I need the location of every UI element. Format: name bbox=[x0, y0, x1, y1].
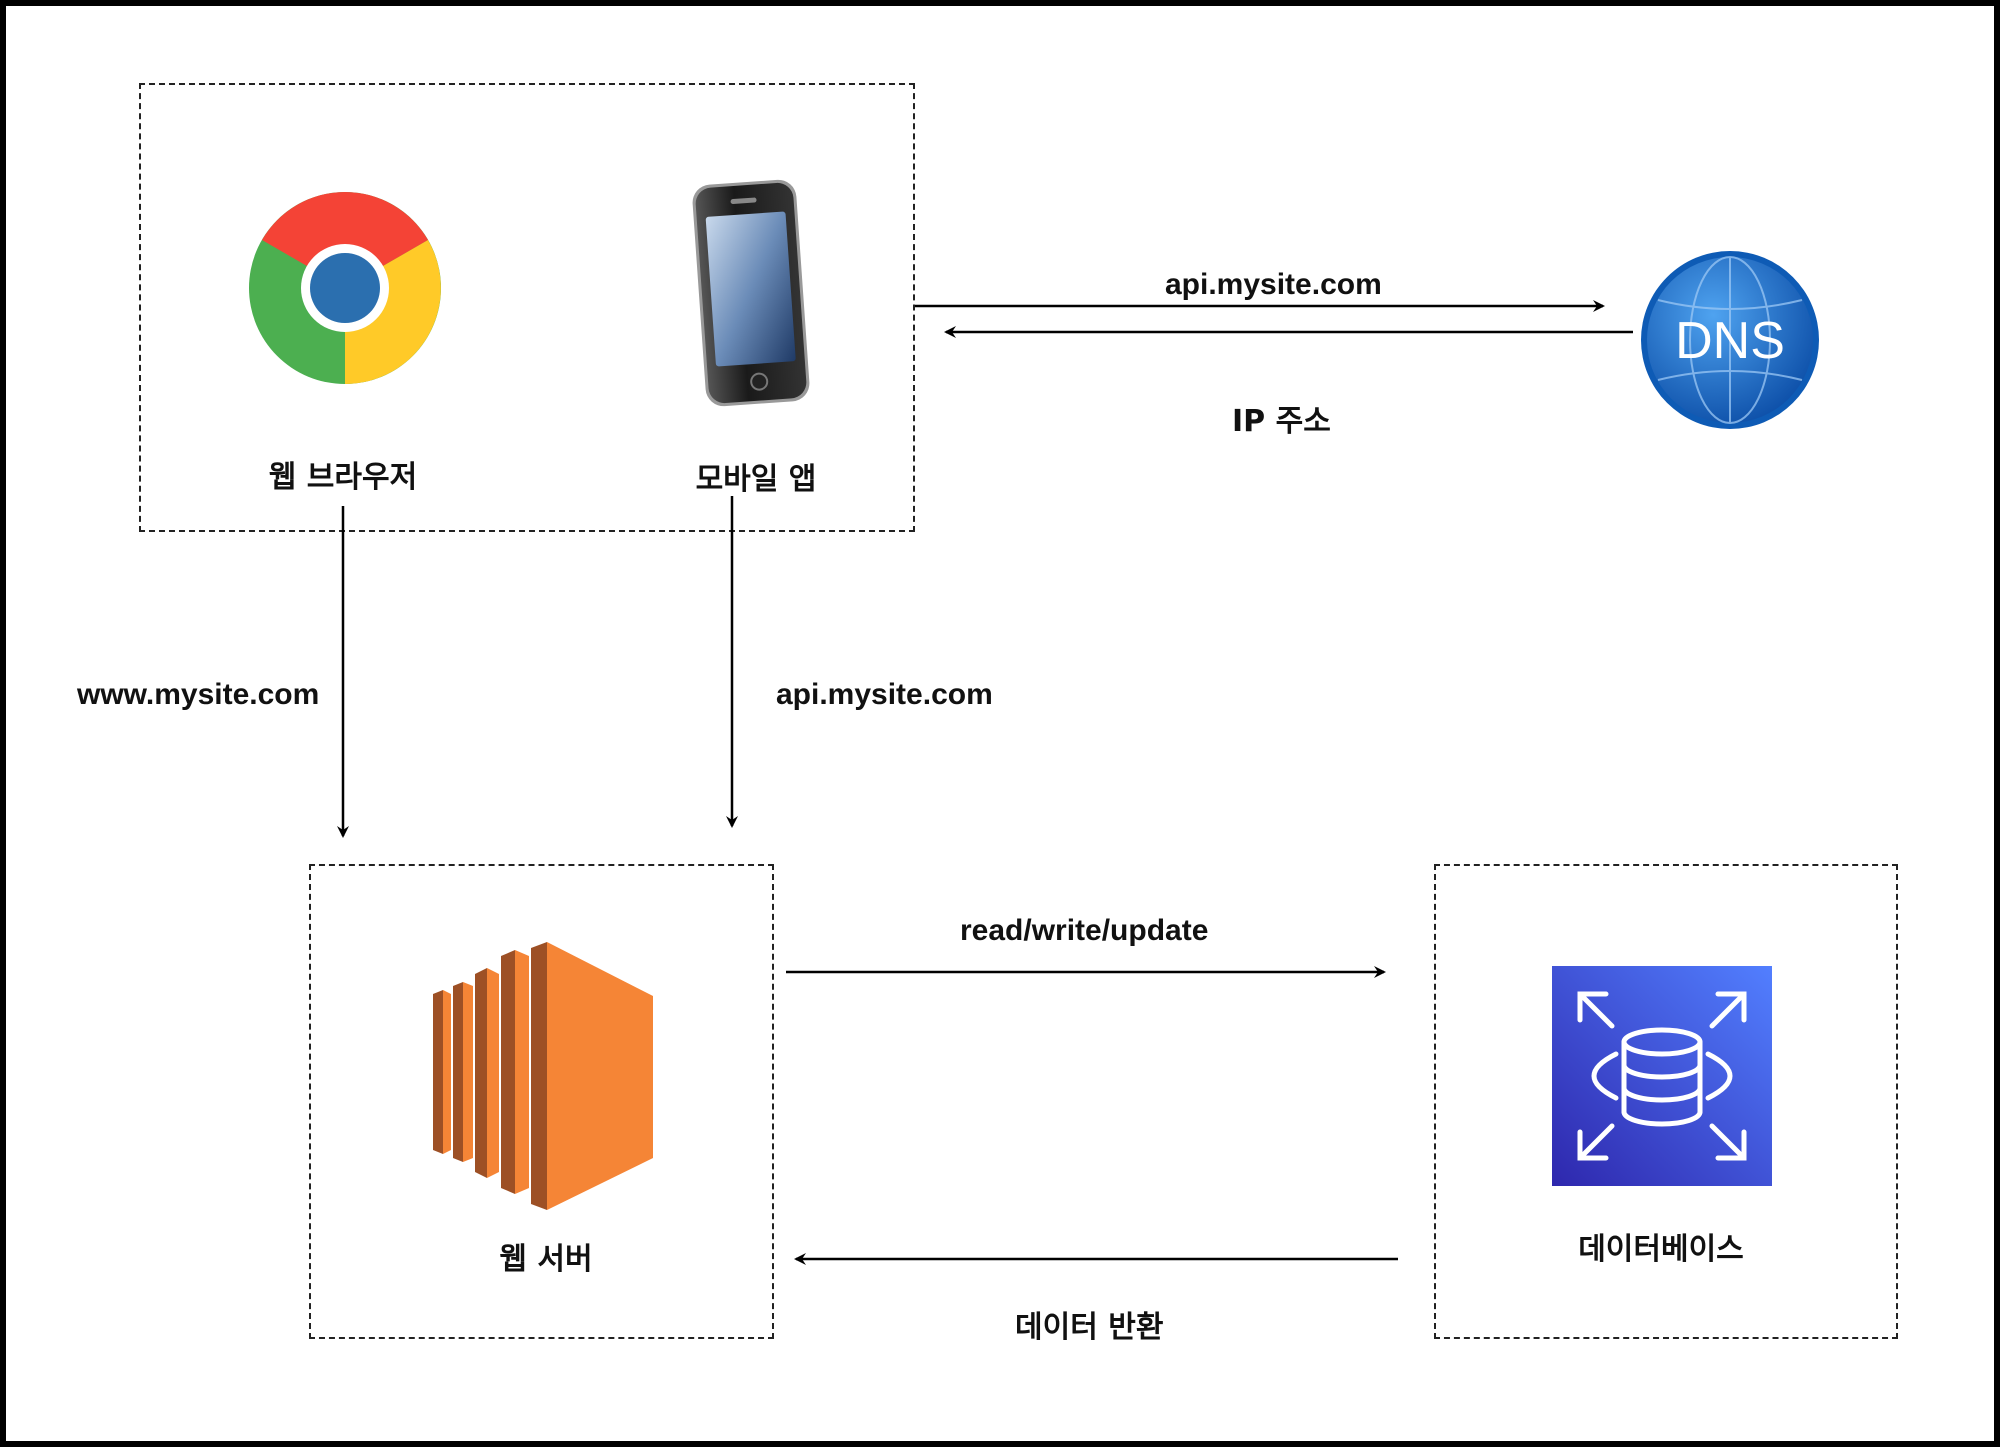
server-to-db-label: read/write/update bbox=[960, 914, 1209, 947]
web-server-box bbox=[309, 864, 774, 1339]
browser-to-server-label: www.mysite.com bbox=[77, 678, 320, 711]
aws-rds-database-icon bbox=[1552, 966, 1772, 1186]
web-browser-label: 웹 브라우저 bbox=[268, 460, 418, 495]
connector-layer bbox=[337, 300, 1633, 1265]
client-group-box bbox=[139, 83, 915, 532]
dns-to-client-label: IP 주소 bbox=[1232, 404, 1331, 439]
chrome-browser-icon bbox=[249, 192, 441, 384]
diagram-canvas: DNS bbox=[6, 6, 1994, 1441]
smartphone-icon bbox=[692, 179, 810, 407]
dns-icon-text: DNS bbox=[1675, 312, 1785, 370]
web-server-label: 웹 서버 bbox=[499, 1242, 593, 1277]
dns-globe-icon: DNS bbox=[1641, 251, 1819, 429]
mobile-app-label: 모바일 앱 bbox=[695, 462, 817, 497]
database-box bbox=[1434, 864, 1898, 1339]
mobile-to-server-label: api.mysite.com bbox=[776, 678, 993, 711]
aws-ec2-server-icon bbox=[433, 942, 653, 1210]
client-to-dns-label: api.mysite.com bbox=[1165, 268, 1382, 301]
database-label: 데이터베이스 bbox=[1578, 1232, 1744, 1267]
db-to-server-label: 데이터 반환 bbox=[1015, 1310, 1164, 1345]
